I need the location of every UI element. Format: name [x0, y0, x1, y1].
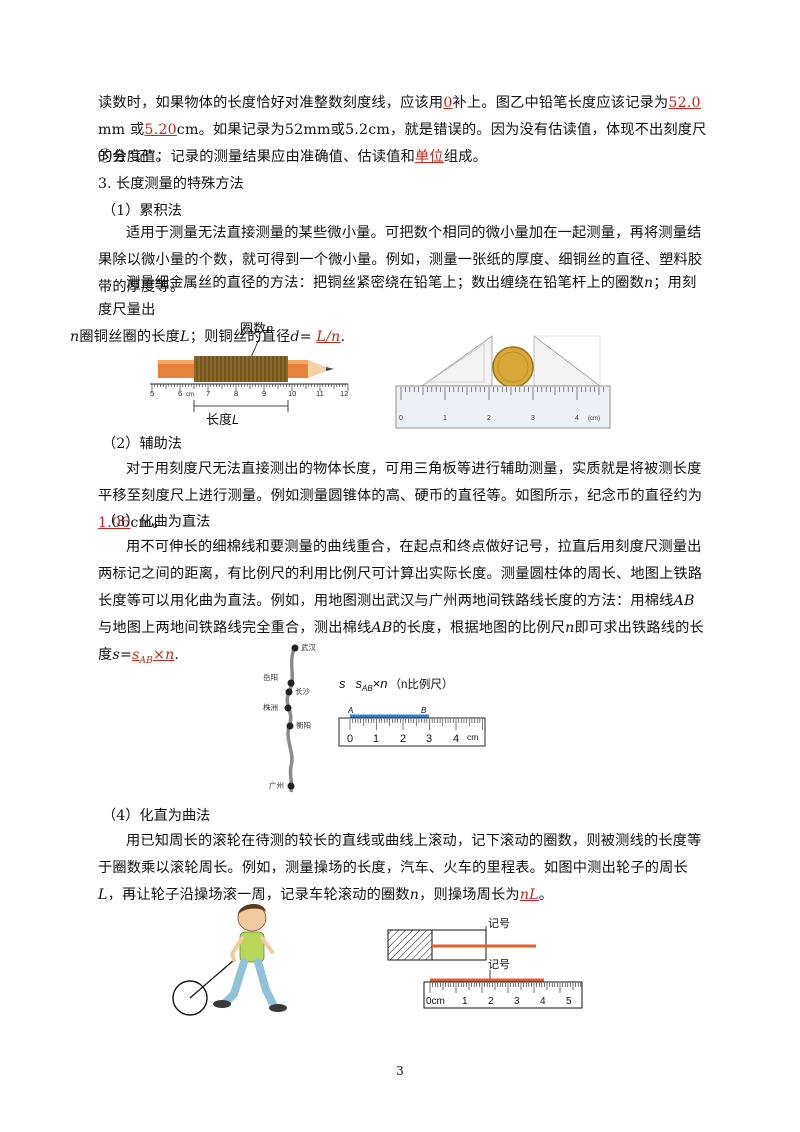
- figure-circumference-marks: 记号 记号 0cm 1 2 3 4 5: [387, 917, 583, 1009]
- answer-1-06: 1.06: [98, 515, 131, 531]
- ruler3-tick-4: 4: [453, 733, 459, 745]
- city-zhuzhou: 株洲: [263, 702, 278, 712]
- boy-shirt: [239, 931, 265, 963]
- page-number: 3: [396, 1064, 404, 1078]
- ruler4-tick-4: 4: [540, 996, 546, 1007]
- ruler1-tick-9: 9: [262, 389, 266, 398]
- city-dot-wuhan: [291, 644, 299, 652]
- answer-l-over-n: L/n: [316, 329, 341, 345]
- ruler1-tick-8: 8: [234, 389, 238, 398]
- wheel-handle: [189, 959, 235, 999]
- ruler3-tick-0: 0: [347, 733, 353, 745]
- point-b: B: [421, 706, 427, 715]
- ruler1-tick-11: 11: [316, 389, 324, 398]
- subheading-curve-to-straight: （3）化曲为直法: [102, 514, 211, 530]
- ruler4-tick-3: 3: [514, 996, 520, 1007]
- city-changsha: 长沙: [295, 686, 310, 696]
- answer-5-20: 5.20: [144, 122, 177, 138]
- hatched-block: [387, 929, 433, 961]
- triangle-left: [420, 335, 493, 387]
- figure-boy-wheel: [172, 903, 287, 1016]
- pencil-tip: [308, 360, 332, 378]
- ruler2-tick-1: 1: [443, 415, 447, 422]
- ruler1-tick-7: 7: [206, 389, 210, 398]
- city-guangzhou: 广州: [269, 780, 284, 790]
- city-wuhan: 武汉: [301, 642, 316, 652]
- ruler1-tick-6: 6: [178, 389, 182, 398]
- subheading-auxiliary: （2）辅助法: [102, 436, 182, 452]
- ruler1-unit: cm: [186, 392, 194, 398]
- ruler4-tick-0cm: 0cm: [426, 996, 445, 1007]
- point-a: A: [347, 706, 353, 715]
- answer-nl: nL: [519, 887, 539, 903]
- ruler1-tick-12: 12: [340, 389, 348, 398]
- ruler2-tick-2: 2: [487, 415, 491, 422]
- ruler4-tick-5: 5: [566, 996, 572, 1007]
- boy-leg-right: [254, 958, 278, 1010]
- railway-line: [285, 645, 297, 793]
- triangle-right: [533, 335, 602, 387]
- subheading-accumulation: （1）累积法: [102, 203, 182, 219]
- ruler1-tick-5: 5: [150, 389, 154, 398]
- ruler-4: [423, 981, 583, 1009]
- para-auxiliary: 对于用刻度尺无法直接测出的物体长度，可用三角板等进行辅助测量，实质就是将被测长度…: [98, 461, 703, 531]
- commemorative-coin: [492, 346, 534, 388]
- para-record: ⑤会“记”：记录的测量结果应由准确值、估读值和单位组成。: [98, 149, 487, 165]
- ruler1-tick-10: 10: [288, 389, 296, 398]
- answer-unit: 单位: [415, 149, 444, 165]
- subheading-straight-to-curve: （4）化直为曲法: [102, 808, 211, 824]
- ruler2-tick-4: 4: [575, 415, 579, 422]
- figure-pencil-coil: 圈数n 5 6 7 8 9 10 11 12 cm 长度L: [150, 321, 348, 427]
- answer-52-0: 52.0: [668, 95, 701, 111]
- city-dot-guangzhou: [287, 782, 295, 790]
- ruler3-tick-2: 2: [400, 733, 406, 745]
- ruler-2: [395, 385, 611, 429]
- boy-leg-left: [222, 958, 248, 1006]
- answer-s-ab-times-n: sAB×n: [131, 647, 175, 666]
- answer-zero: 0: [443, 95, 453, 111]
- para-wire-diameter: 测量细金属丝的直径的方法：把铜丝紧密绕在铅笔上；数出缠绕在铅笔杆上的圈数n；用刻…: [70, 275, 697, 345]
- ruler2-tick-3: 3: [531, 415, 535, 422]
- para-curve-to-straight: 用不可伸长的细棉线和要测量的曲线重合，在起点和终点做好记号，拉直后用刻度尺测量出…: [98, 539, 704, 666]
- ruler2-tick-0: 0: [399, 415, 403, 422]
- figure-coin-measurement: 0 1 2 3 4 (cm): [395, 335, 611, 429]
- ruler4-tick-1: 1: [462, 996, 468, 1007]
- ruler2-unit: (cm): [588, 416, 600, 422]
- ruler3-tick-3: 3: [426, 733, 432, 745]
- city-dot-yueyang: [287, 679, 295, 687]
- city-dot-zhuzhou: [284, 704, 292, 712]
- length-label: 长度L: [206, 412, 239, 427]
- city-dot-hengyang: [286, 722, 294, 730]
- ruler3-unit: cm: [467, 732, 478, 742]
- coil-count-label: 圈数n: [240, 321, 273, 336]
- para-reading-rule: 读数时，如果物体的长度恰好对准整数刻度线，应该用0补上。图乙中铅笔长度应该记录为…: [98, 95, 707, 165]
- para-straight-to-curve: 用已知周长的滚轮在待测的较长的直线或曲线上滚动，记下滚动的圈数，则被测线的长度等…: [98, 833, 702, 903]
- mark-label-1: 记号: [488, 917, 510, 930]
- para-accumulation: 适用于测量无法直接测量的某些微小量。可把数个相同的微小量加在一起测量，再将测量结…: [98, 225, 703, 295]
- city-yueyang: 岳阳: [263, 672, 278, 682]
- ruler3-tick-1: 1: [373, 733, 379, 745]
- ruler4-tick-2: 2: [488, 996, 494, 1007]
- city-dot-changsha: [285, 688, 293, 696]
- rolling-wheel: [172, 980, 208, 1016]
- city-hengyang: 衡阳: [296, 720, 311, 730]
- section-heading: 3. 长度测量的特殊方法: [98, 176, 244, 192]
- mark-label-2: 记号: [488, 958, 510, 971]
